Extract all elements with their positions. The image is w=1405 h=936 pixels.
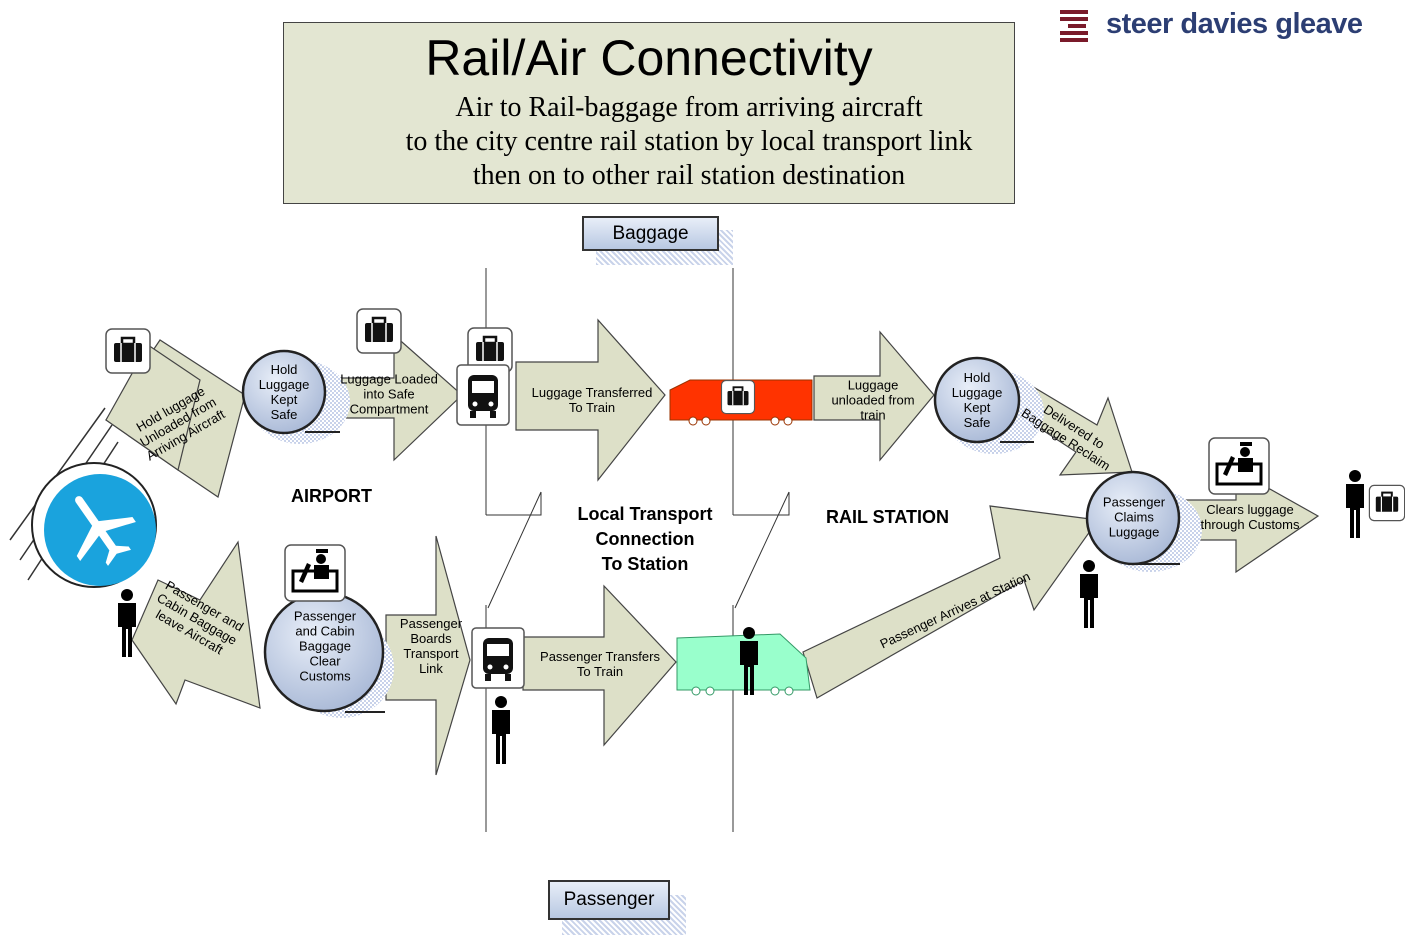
label-line: through Customs: [1200, 517, 1300, 532]
label-line: To Train: [568, 400, 616, 415]
label-line: unloaded from: [831, 392, 915, 408]
circle-hold-kept-safe-1: [241, 349, 350, 444]
person-icon: [1346, 470, 1364, 538]
label-line: Luggage: [1108, 524, 1160, 540]
airplane-badge: [9, 407, 157, 588]
label-line: into Safe: [363, 386, 415, 402]
subtitle-line: Air to Rail-baggage from arriving aircra…: [455, 92, 923, 123]
lane-tag-passenger: Passenger: [548, 880, 670, 920]
label-hold-kept-safe-2: Hold Luggage Kept Safe: [952, 370, 1003, 430]
label-line: Kept: [270, 392, 298, 407]
suitcase-icon: [1368, 484, 1405, 522]
label-line: Passenger Transfers: [540, 649, 660, 664]
label-line: Kept: [963, 400, 991, 415]
arrow-delivered-reclaim: [1014, 384, 1133, 476]
label-line: Passenger: [399, 616, 463, 631]
label-line: To Train: [576, 664, 624, 679]
zone-rail-station: RAIL STATION: [826, 507, 949, 527]
label-line: Link: [419, 661, 443, 676]
zone-airport: AIRPORT: [291, 486, 372, 506]
zone-connection-line: Connection: [595, 529, 695, 549]
label-claims-luggage: Passenger Claims Luggage: [1103, 495, 1165, 540]
label-line: Safe: [963, 415, 991, 430]
bus-icon: [456, 364, 510, 426]
label-line: Luggage: [951, 385, 1003, 400]
customs-officer-icon: [1207, 436, 1271, 496]
label-transfers-train: Passenger Transfers To Train: [540, 649, 660, 679]
suitcase-icon: [355, 307, 403, 355]
label-hold-kept-safe-1: Hold Luggage Kept Safe: [259, 362, 310, 422]
circle-hold-kept-safe-2: [933, 356, 1044, 454]
arrow-leave-aircraft: [131, 540, 261, 709]
label-line: train: [860, 407, 886, 423]
subtitle-line: then on to other rail station destinatio…: [472, 160, 906, 191]
label-line: Baggage: [298, 638, 352, 654]
customs-officer-icon: [283, 543, 347, 603]
zone-connection-line: To Station: [601, 554, 689, 574]
label-line: Safe: [270, 407, 298, 422]
label-boards-link: Passenger Boards Transport Link: [400, 616, 462, 676]
label-line: Boards: [410, 631, 452, 646]
label-line: Claims: [1114, 509, 1154, 525]
label-transferred-train: Luggage Transferred To Train: [532, 385, 653, 415]
suitcase-icon: [720, 379, 756, 415]
label-line: Passenger: [1102, 494, 1166, 510]
zone-connection-line: Local Transport: [577, 504, 713, 524]
page-title: Rail/Air Connectivity: [425, 30, 873, 86]
label-line: Clear: [309, 653, 341, 669]
label-line: and Cabin: [295, 623, 355, 639]
label-line: Luggage Loaded: [340, 371, 438, 387]
title-box: Rail/Air Connectivity Air to Rail-baggag…: [283, 22, 1015, 204]
person-icon: [118, 589, 136, 657]
arrow-boards-link: [385, 535, 471, 776]
label-unloaded-train: Luggage unloaded from train: [831, 378, 914, 423]
arrow-transferred-train: [515, 318, 666, 482]
label-loaded-safe: Luggage Loaded into Safe Compartment: [340, 372, 438, 417]
arrow-arrives-station: [802, 505, 1100, 699]
logo-text: steer davies gleave: [1106, 8, 1363, 40]
arrow-transfers-train: [522, 584, 677, 747]
label-line: Transport: [403, 646, 459, 661]
label-line: Passenger: [293, 608, 357, 624]
label-line: Luggage Transferred: [531, 385, 653, 400]
zone-connection: Local Transport Connection To Station: [545, 502, 745, 577]
label-clear-customs: Passenger and Cabin Baggage Clear Custom…: [294, 609, 356, 684]
label-clears-customs: Clears luggage through Customs: [1201, 502, 1300, 532]
bus-icon: [471, 627, 525, 689]
label-line: Customs: [299, 668, 351, 684]
label-line: Luggage: [258, 377, 310, 392]
company-logo: steer davies gleave: [1058, 6, 1388, 46]
subtitle-line: to the city centre rail station by local…: [405, 126, 973, 157]
label-line: Luggage: [847, 377, 899, 393]
label-line: Clears luggage: [1206, 502, 1294, 517]
airplane-icon: [75, 496, 136, 566]
lane-tag-baggage: Baggage: [582, 216, 719, 251]
person-icon: [492, 696, 510, 764]
arrow-unloaded-train: [813, 330, 935, 462]
label-line: Hold: [270, 362, 298, 377]
page-subtitle: Air to Rail-baggage from arriving aircra…: [364, 91, 1014, 193]
logo-mark-icon: [1060, 10, 1088, 42]
label-line: Hold: [963, 370, 991, 385]
circle-claims-luggage: [1085, 470, 1202, 572]
suitcase-icon: [104, 327, 152, 375]
person-icon: [1080, 560, 1098, 628]
label-line: Compartment: [349, 401, 429, 417]
circle-clear-customs: [263, 591, 394, 718]
